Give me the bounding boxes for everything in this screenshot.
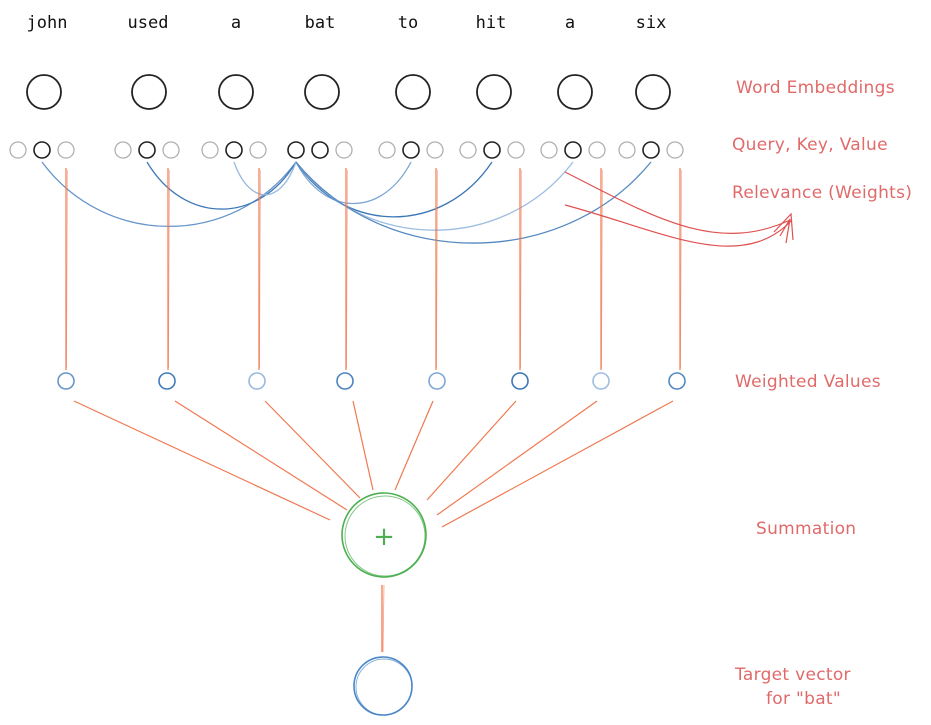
weighted-value-circle-5 <box>511 372 529 390</box>
summation-line-3 <box>352 400 374 491</box>
label-qkv: Query, Key, Value <box>732 135 888 155</box>
qkv-circle-0-q <box>9 141 27 159</box>
relevance-curve-4 <box>295 161 412 205</box>
word-hit: hit <box>476 13 507 33</box>
target-vector-circle-sketch <box>355 658 413 716</box>
relevance-arrow <box>564 171 794 247</box>
word-used: used <box>128 13 169 33</box>
label-word-embeddings: Word Embeddings <box>736 78 895 98</box>
relevance-curve-2 <box>233 161 297 196</box>
value-line-sketch-4 <box>436 169 438 369</box>
summation-line-6 <box>436 400 598 516</box>
qkv-circle-0-k <box>33 141 51 159</box>
qkv-circle-7-v <box>666 141 684 159</box>
qkv-circle-1-q <box>114 141 132 159</box>
relevance-curve-6 <box>295 161 574 231</box>
weighted-values-row <box>57 372 686 390</box>
label-target-vector-line1: Target vector <box>734 665 851 685</box>
qkv-row <box>9 141 684 159</box>
word-six: six <box>636 13 667 33</box>
embedding-circle-1 <box>131 74 167 110</box>
target-vector-circle <box>353 656 413 716</box>
embedding-circle-0 <box>26 74 62 110</box>
word-embeddings-row <box>26 74 671 110</box>
qkv-circle-2-q <box>201 141 219 159</box>
value-line-sketch-6 <box>601 169 603 369</box>
qkv-circle-5-k <box>483 141 501 159</box>
value-line-sketch-0 <box>66 169 68 369</box>
qkv-circle-1-k <box>138 141 156 159</box>
value-line-sketch-1 <box>168 169 170 369</box>
value-line-sketch-3 <box>346 169 348 369</box>
embedding-circle-7 <box>635 74 671 110</box>
value-lines <box>65 168 682 370</box>
value-line-sketch-2 <box>259 169 261 369</box>
value-line-sketch-5 <box>520 169 522 369</box>
label-target-vector-line2: for "bat" <box>766 689 841 709</box>
embedding-circle-4 <box>395 74 431 110</box>
qkv-circle-4-v <box>426 141 444 159</box>
weighted-value-circle-2 <box>248 372 266 390</box>
weighted-value-circle-3 <box>336 372 354 390</box>
summation-line-1 <box>174 400 348 511</box>
weighted-value-circle-6 <box>592 372 610 390</box>
embedding-circle-3 <box>304 74 340 110</box>
relevance-curves <box>41 161 652 244</box>
qkv-circle-3-k <box>311 141 329 159</box>
qkv-circle-6-k <box>564 141 582 159</box>
relevance-curve-5 <box>295 161 493 218</box>
qkv-circle-1-v <box>162 141 180 159</box>
label-summation: Summation <box>756 519 856 539</box>
summation-circle-sketch <box>344 495 426 577</box>
word-row: john used a bat to hit a six <box>27 13 667 33</box>
embedding-circle-6 <box>557 74 593 110</box>
qkv-circle-4-k <box>402 141 420 159</box>
relevance-arrow-head-icon <box>773 212 794 244</box>
qkv-circle-4-q <box>378 141 396 159</box>
word-a-1: a <box>231 13 241 33</box>
word-john: john <box>27 13 68 33</box>
label-relevance: Relevance (Weights) <box>732 183 912 203</box>
summation-line-2 <box>264 400 361 499</box>
qkv-circle-2-v <box>249 141 267 159</box>
qkv-circle-5-q <box>459 141 477 159</box>
relevance-curve-7 <box>295 161 652 244</box>
summation-line-4 <box>394 400 434 491</box>
weighted-value-circle-1 <box>158 372 176 390</box>
relevance-arrow-line-1 <box>564 171 791 234</box>
summation-node: + <box>341 492 427 578</box>
embedding-circle-2 <box>218 74 254 110</box>
weighted-value-circle-7 <box>668 372 686 390</box>
relevance-arrow-line-2 <box>564 204 793 247</box>
qkv-circle-3-v <box>335 141 353 159</box>
weighted-value-circle-4 <box>428 372 446 390</box>
summation-line-5 <box>426 400 517 501</box>
summation-line-0 <box>73 400 331 521</box>
weighted-value-circle-0 <box>57 372 75 390</box>
qkv-circle-5-v <box>507 141 525 159</box>
value-line-sketch-7 <box>680 169 682 369</box>
qkv-circle-3-q <box>287 141 305 159</box>
word-bat: bat <box>305 13 336 33</box>
qkv-circle-7-q <box>618 141 636 159</box>
qkv-circle-6-q <box>540 141 558 159</box>
summation-circle <box>341 492 427 578</box>
qkv-circle-0-v <box>57 141 75 159</box>
word-to: to <box>398 13 418 33</box>
qkv-circle-6-v <box>588 141 606 159</box>
word-a-2: a <box>565 13 575 33</box>
qkv-circle-2-k <box>225 141 243 159</box>
summation-lines <box>73 400 674 528</box>
relevance-curve-1 <box>146 161 297 210</box>
summation-line-7 <box>441 400 674 528</box>
embedding-circle-5 <box>476 74 512 110</box>
label-weighted-values: Weighted Values <box>735 372 881 392</box>
output-line-sketch <box>382 584 385 653</box>
summation-plus-icon: + <box>373 522 395 552</box>
qkv-circle-7-k <box>642 141 660 159</box>
